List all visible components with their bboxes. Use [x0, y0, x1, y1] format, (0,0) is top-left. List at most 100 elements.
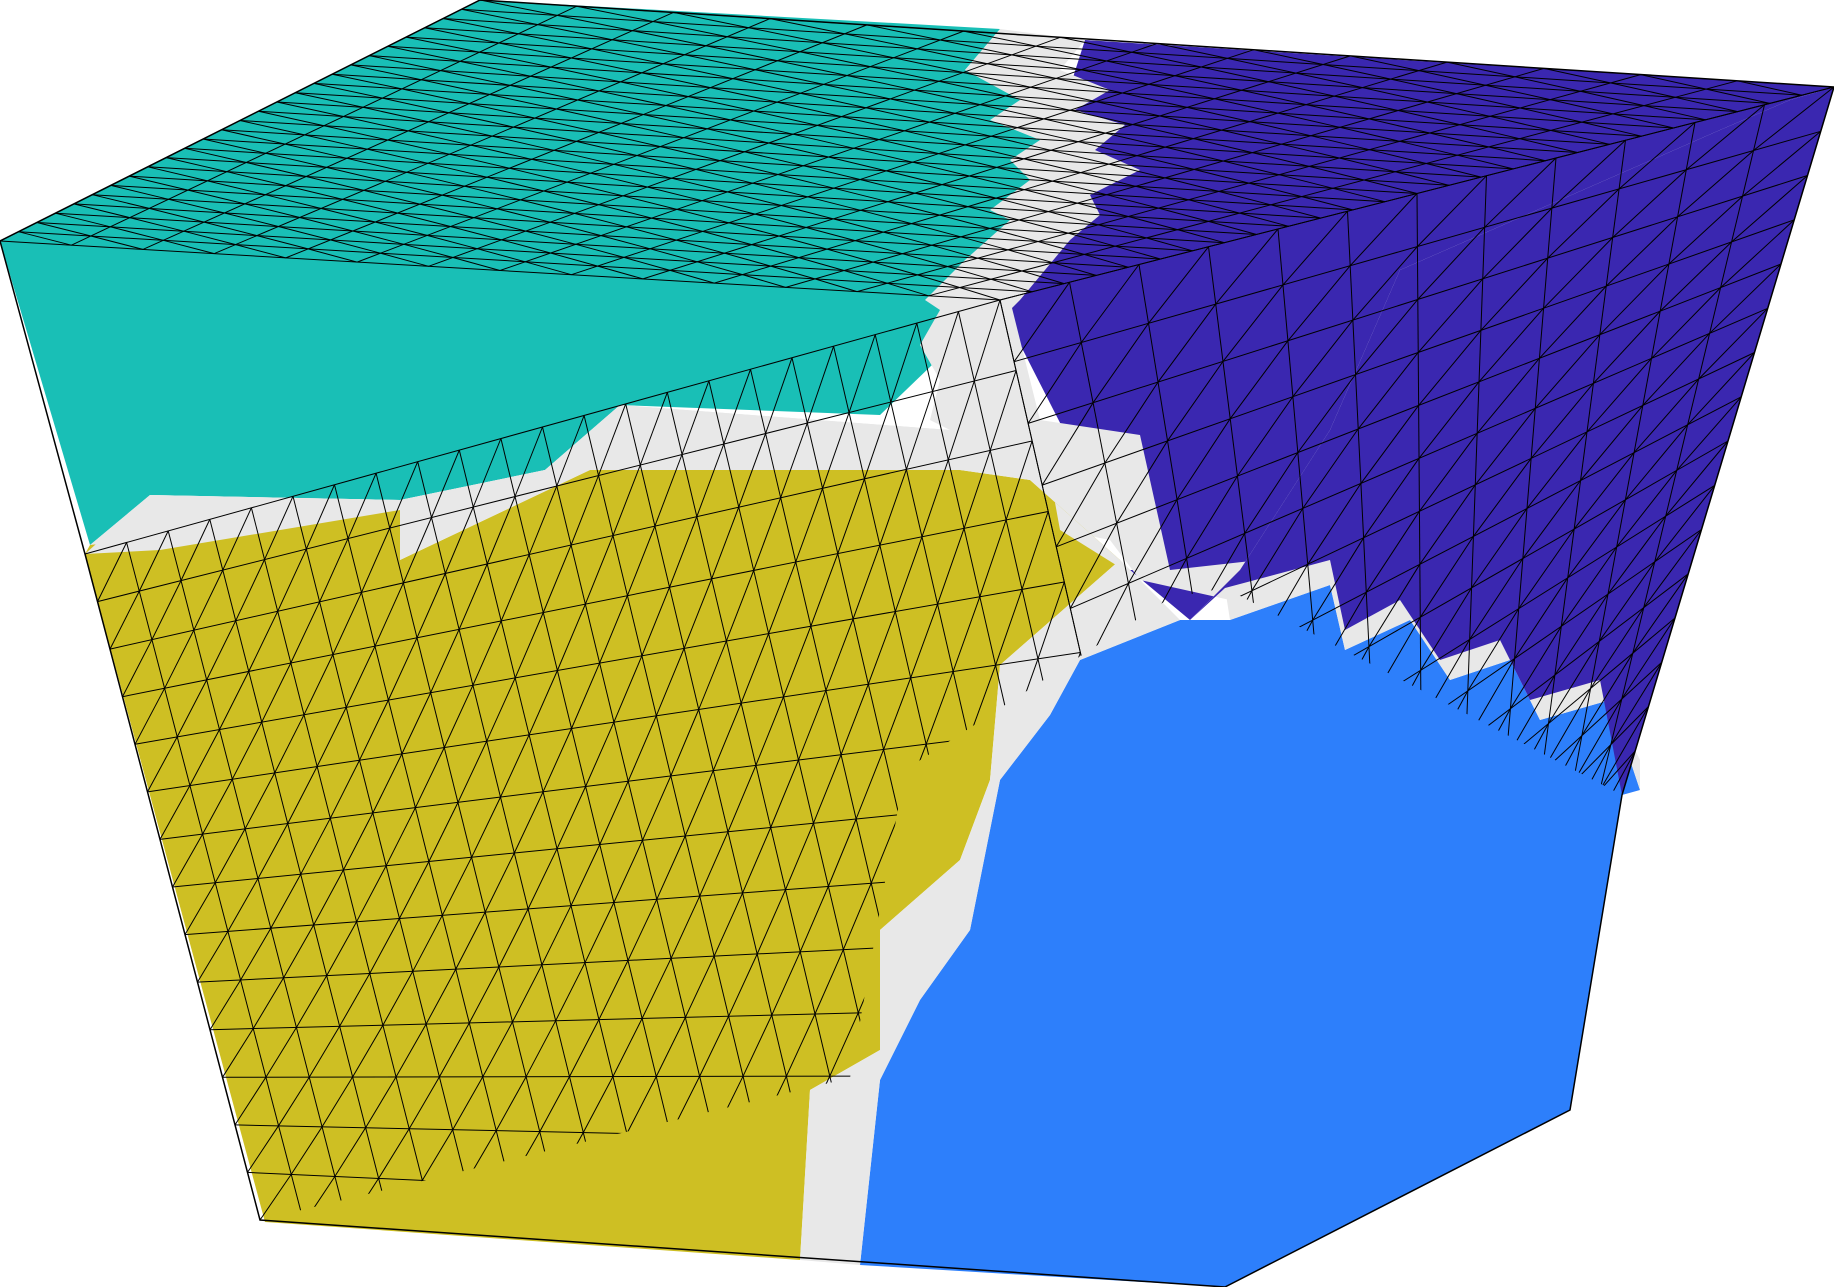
front-mesh-diagonal [684, 770, 714, 837]
front-mesh-diagonal [425, 968, 457, 1025]
front-mesh-diagonal [925, 671, 954, 745]
top-mesh-diagonal [369, 55, 441, 72]
front-mesh-diagonal [189, 729, 220, 786]
front-mesh-diagonal [295, 975, 328, 1028]
top-mesh-diagonal [452, 257, 501, 271]
top-mesh-diagonal [509, 167, 568, 183]
top-mesh-diagonal [256, 235, 309, 250]
right-mesh-diagonal [1292, 319, 1354, 397]
right-mesh-diagonal [1514, 577, 1569, 659]
right-mesh-diagonal [1092, 323, 1149, 403]
right-mesh-diagonal [1478, 307, 1544, 383]
top-mesh-diagonal [705, 45, 778, 62]
top-mesh-diagonal [777, 60, 848, 76]
front-mesh-diagonal [840, 684, 869, 755]
front-mesh-diagonal [696, 443, 725, 517]
front-mesh-diagonal [613, 840, 643, 903]
top-mesh-diagonal [202, 138, 266, 154]
front-mesh-diagonal [270, 874, 302, 929]
right-mesh-diagonal [1709, 263, 1782, 334]
top-mesh-diagonal [938, 153, 997, 168]
front-mesh-diagonal [438, 1022, 470, 1078]
right-mesh-diagonal [1365, 511, 1420, 593]
top-mesh-diagonal [669, 269, 715, 284]
front-mesh-diagonal [277, 548, 307, 612]
top-mesh-diagonal [1580, 90, 1645, 107]
front-mesh-diagonal [612, 464, 641, 536]
front-mesh-diagonal [785, 1013, 816, 1077]
front-mesh-diagonal [612, 1018, 643, 1077]
right-mesh-diagonal [1698, 307, 1769, 380]
right-mesh-diagonal [1418, 433, 1478, 512]
right-mesh-diagonal [1665, 440, 1729, 517]
top-mesh-diagonal [1214, 98, 1279, 114]
top-mesh-diagonal [110, 184, 169, 200]
front-mesh-diagonal [771, 951, 801, 1016]
front-mesh-diagonal [159, 785, 191, 840]
top-mesh-diagonal [397, 212, 451, 227]
top-mesh-diagonal [1030, 86, 1097, 103]
front-mesh-diagonal [202, 778, 233, 835]
top-mesh-diagonal [846, 75, 915, 91]
top-mesh-diagonal [403, 243, 454, 258]
front-mesh-diagonal [867, 611, 896, 685]
region-teal-top [0, 0, 1090, 545]
front-mesh-diagonal [261, 662, 292, 723]
top-mesh-diagonal [748, 27, 823, 44]
top-mesh-diagonal [387, 45, 461, 62]
top-mesh-diagonal [1158, 207, 1209, 222]
top-mesh-diagonal [878, 139, 939, 155]
interface-front-1 [85, 405, 1140, 580]
right-mesh-diagonal [1222, 284, 1284, 362]
top-mesh-diagonal [1174, 75, 1242, 91]
front-mesh-diagonal [810, 553, 839, 627]
front-mesh-diagonal [248, 611, 279, 672]
front-mesh-diagonal [639, 392, 668, 466]
right-mesh-diagonal [1581, 652, 1634, 736]
right-mesh-diagonal [1590, 607, 1645, 689]
front-mesh-diagonal [222, 507, 252, 571]
top-mesh-diagonal [911, 223, 961, 238]
front-mesh-diagonal [372, 753, 403, 814]
top-mesh-diagonal [1253, 49, 1324, 65]
top-mesh-diagonal [1023, 158, 1081, 174]
top-mesh-diagonal [1339, 126, 1400, 142]
front-mesh-diagonal [1021, 511, 1049, 590]
front-mesh-diagonal [172, 833, 204, 888]
top-mesh-diagonal [1334, 95, 1399, 111]
top-mesh-diagonal [991, 135, 1052, 151]
top-mesh-diagonal [332, 73, 402, 90]
top-mesh-diagonal [770, 265, 816, 280]
top-mesh-diagonal [598, 90, 666, 106]
top-mesh-diagonal [870, 66, 939, 82]
top-mesh-diagonal [777, 174, 834, 189]
top-mesh-diagonal [641, 72, 711, 89]
right-mesh-diagonal [1312, 537, 1365, 621]
front-mesh-diagonal [641, 958, 672, 1019]
right-mesh-diagonal [1676, 396, 1742, 471]
top-mesh-diagonal [426, 234, 478, 250]
right-mesh-diagonal [1509, 626, 1562, 709]
top-mesh-diagonal [265, 194, 322, 209]
front-mesh-diagonal [799, 886, 829, 952]
top-mesh-diagonal [321, 208, 376, 223]
front-mesh-diagonal [387, 637, 418, 701]
front-mesh-diagonal [197, 931, 229, 983]
top-mesh-diagonal [776, 101, 842, 118]
top-mesh-diagonal [1077, 202, 1129, 217]
top-mesh-diagonal [613, 163, 672, 179]
front-mesh-diagonal [852, 545, 881, 620]
top-mesh-diagonal [406, 36, 480, 53]
right-mesh-diagonal [1419, 484, 1476, 565]
front-mesh-diagonal [428, 802, 459, 862]
top-mesh-diagonal [1310, 135, 1370, 151]
front-mesh-diagonal [783, 626, 812, 697]
top-mesh-diagonal [940, 39, 1012, 56]
front-mesh-diagonal [571, 662, 601, 729]
top-mesh-diagonal [778, 235, 828, 250]
top-mesh-diagonal [912, 161, 970, 177]
front-mesh-diagonal [627, 899, 658, 961]
top-mesh-diagonal [1241, 89, 1307, 106]
right-mesh-diagonal [1554, 593, 1609, 676]
top-mesh-diagonal [479, 0, 558, 16]
